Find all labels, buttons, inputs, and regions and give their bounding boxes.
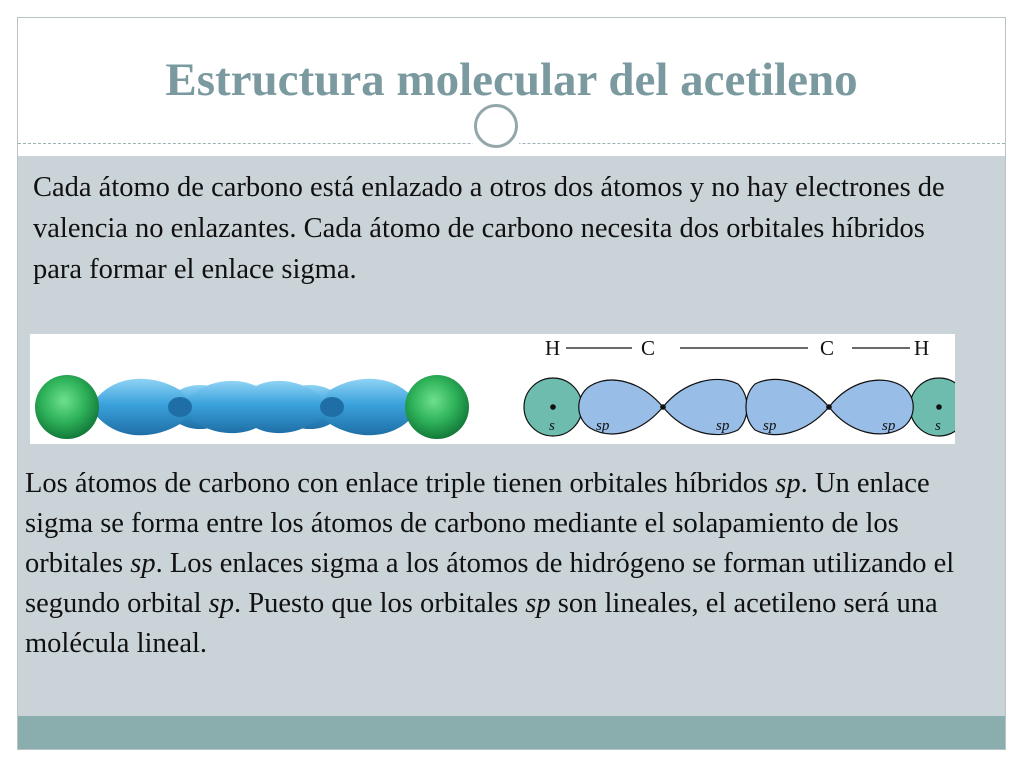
sp-orbital <box>745 378 830 436</box>
orbital-label: s <box>549 418 555 434</box>
atom-label: C <box>641 336 655 360</box>
orbital-figure: H C C H s sp sp sp sp s <box>30 334 955 444</box>
sp-orbital-3d <box>322 378 420 436</box>
orbital-schematic: H C C H s sp sp sp sp s <box>523 336 955 437</box>
sp-orbital-3d <box>90 378 188 436</box>
hydrogen-nucleus-dot <box>936 404 942 410</box>
hydrogen-nucleus-dot <box>550 404 556 410</box>
italic-term: sp <box>130 548 156 579</box>
carbon-nucleus <box>320 397 344 417</box>
text-run: . Puesto que los orbitales <box>233 588 526 619</box>
sp-orbital <box>828 379 914 435</box>
hydrogen-s-orbital <box>909 377 955 437</box>
circle-ring-icon <box>474 104 518 148</box>
hydrogen-s-orbital <box>405 375 469 439</box>
text-run: . Los enlaces sigma a los átomos de hidr… <box>25 548 955 619</box>
atom-label: C <box>820 336 834 360</box>
carbon-nucleus <box>168 397 192 417</box>
orbital-label: s <box>935 418 941 434</box>
sp-orbital <box>662 378 748 436</box>
italic-term: sp <box>208 588 234 619</box>
text-run: Los átomos de carbono con enlace triple … <box>25 468 776 499</box>
text-run: son lineales, el acetileno será una molé… <box>25 588 938 659</box>
sp-orbital-3d <box>180 380 261 434</box>
carbon-nucleus-dot <box>660 404 666 410</box>
sp-orbital-3d <box>251 380 330 434</box>
paragraph-intro: Cada átomo de carbono está enlazado a ot… <box>33 172 945 285</box>
italic-term: sp <box>775 468 801 499</box>
atom-label: H <box>545 336 560 360</box>
text-run: . Un enlace sigma se forma entre los áto… <box>25 468 930 579</box>
orbital-label: sp <box>763 418 777 434</box>
orbital-diagram: H C C H s sp sp sp sp s <box>35 336 955 439</box>
slide-title: Estructura molecular del acetileno <box>165 54 858 106</box>
orbital-label: sp <box>596 418 610 434</box>
carbon-nucleus-dot <box>826 404 832 410</box>
orbital-label: sp <box>716 418 730 434</box>
orbital-label: sp <box>882 418 896 434</box>
atom-label: H <box>914 336 929 360</box>
paragraph-explanation: Los átomos de carbono con enlace triple … <box>25 464 970 664</box>
orbital-3d-model <box>35 375 469 439</box>
hydrogen-s-orbital <box>35 375 99 439</box>
sp-orbital <box>578 379 664 435</box>
footer-bar <box>18 716 1005 749</box>
italic-term: sp <box>525 588 551 619</box>
